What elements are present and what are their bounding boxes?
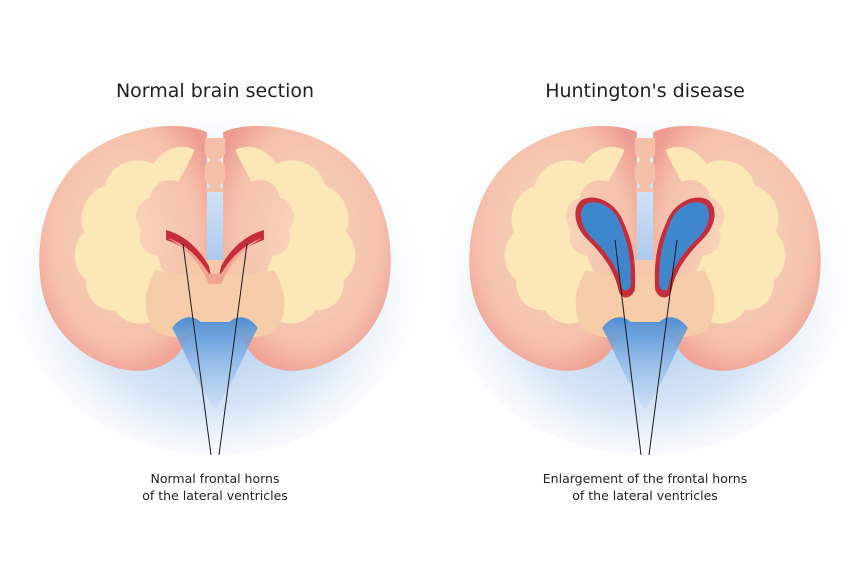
normal-ventricle-left (166, 230, 211, 276)
huntingtons-leader-line-right (648, 239, 678, 456)
enlarged-ventricle-right (659, 202, 710, 291)
normal-panel-title: Normal brain section (116, 80, 314, 102)
normal-brain-illustration (11, 95, 419, 455)
huntingtons-caption-line-1: Enlargement of the frontal horns (543, 471, 747, 486)
huntingtons-leader-line-left (614, 239, 642, 456)
normal-caption-line-2: of the lateral ventricles (142, 488, 288, 503)
huntingtons-panel-title: Huntington's disease (545, 80, 745, 102)
huntingtons-brain-illustration (441, 95, 849, 455)
normal-caption-line-1: Normal frontal horns (151, 471, 280, 486)
normal-brain-panel: Normal brain section Normal frontal horn… (11, 80, 419, 503)
normal-leader-line-right (218, 243, 248, 456)
huntingtons-brain-panel: Huntington's disease Enlargement of the … (441, 80, 849, 503)
normal-ventricle-right (219, 230, 264, 276)
huntingtons-caption-line-2: of the lateral ventricles (572, 488, 718, 503)
normal-leader-line-left (182, 243, 212, 456)
